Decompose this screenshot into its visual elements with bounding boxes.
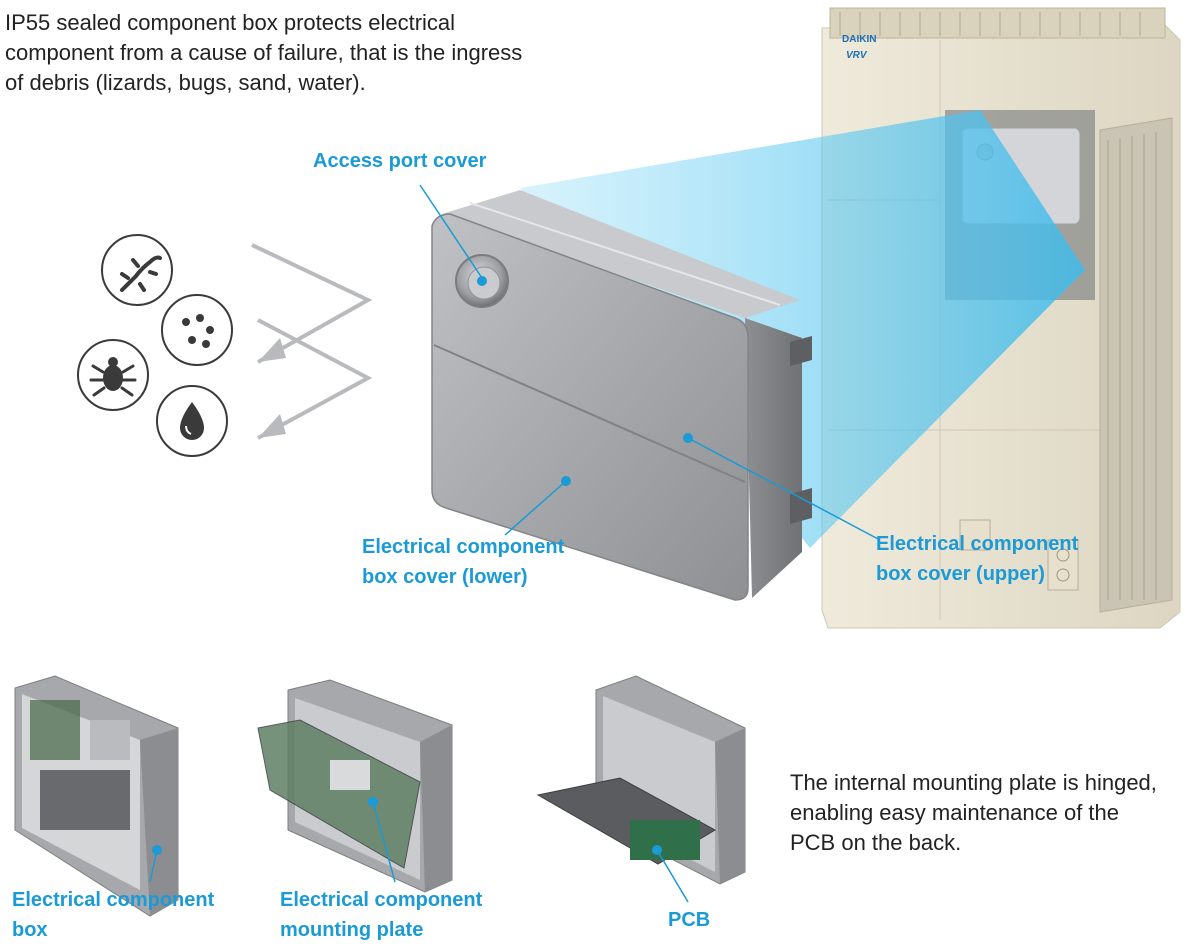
lizard-icon [101,234,173,306]
callout-cover-lower-line-1: Electrical component [362,536,565,558]
bug-icon [77,339,149,411]
hinge-note-line-1: The internal mounting plate is hinged, [790,770,1157,795]
hinge-note: The internal mounting plate is hinged, e… [790,768,1157,858]
callout-access-port-cover: Access port cover [313,150,487,172]
debris-arrows [251,243,373,440]
callout-cover-upper-line-1: Electrical component [876,533,1079,555]
callout-component-box-line-2: box [12,919,48,941]
hinge-note-line-2: enabling easy maintenance of the [790,800,1120,825]
intro-line-3: of debris (lizards, bugs, sand, water). [5,70,366,95]
open-box-pcb [536,675,746,885]
water-drop-icon [156,385,228,457]
open-box-mounting-plate [257,679,453,893]
callout-mounting-plate-line-2: mounting plate [280,919,424,941]
callout-pcb: PCB [668,909,711,931]
hinge-note-line-3: PCB on the back. [790,830,962,855]
intro-text: IP55 sealed component box protects elect… [5,8,605,98]
callout-cover-upper-line-2: box cover (upper) [876,563,1045,585]
unit-brand-maker: DAIKIN [842,34,877,45]
callout-component-box-line-1: Electrical component [12,889,215,911]
callout-cover-lower: Electrical component box cover (lower) [362,532,564,592]
callout-cover-lower-line-2: box cover (lower) [362,566,528,588]
component-box-main [431,190,812,601]
callout-mounting-plate: Electrical component mounting plate [280,885,482,945]
sand-icon [161,294,233,366]
focus-beam [520,110,1085,548]
unit-brand-model: VRV [846,50,867,61]
intro-line-2: component from a cause of failure, that … [5,40,523,65]
callout-component-box: Electrical component box [12,885,214,945]
callout-cover-upper: Electrical component box cover (upper) [876,529,1078,589]
intro-line-1: IP55 sealed component box protects elect… [5,10,456,35]
callout-leaders [149,184,881,903]
callout-mounting-plate-line-1: Electrical component [280,889,483,911]
open-box-component [14,675,179,917]
